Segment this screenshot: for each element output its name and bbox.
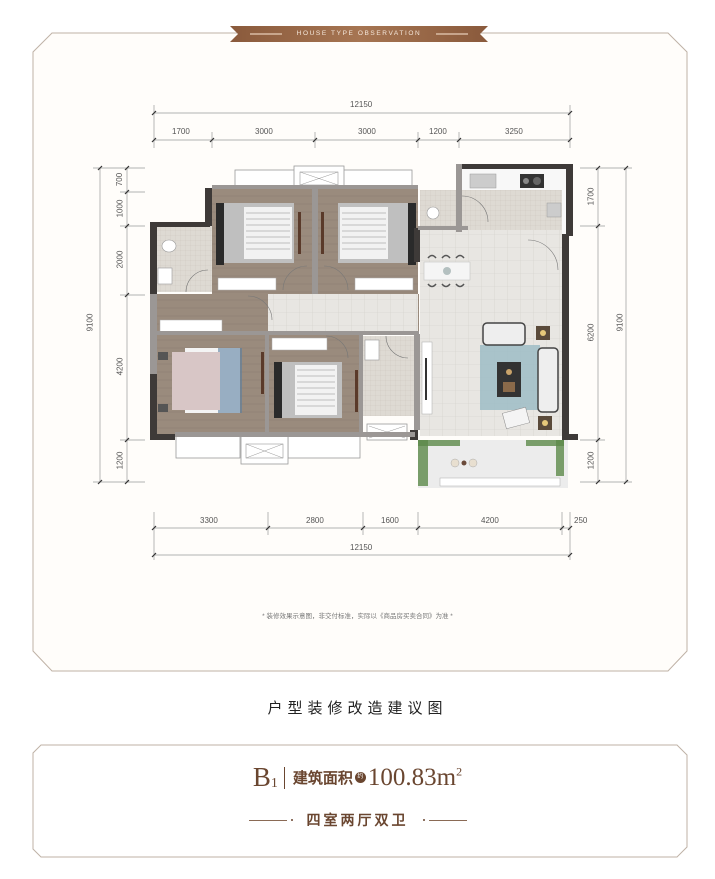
bathroom-south xyxy=(362,336,414,441)
dim-bottom-3: 1600 xyxy=(381,516,399,525)
dim-top-1: 1700 xyxy=(172,127,190,136)
left-rule xyxy=(248,819,287,821)
approx-badge: 约 xyxy=(354,772,366,783)
dining-table xyxy=(423,254,471,288)
unit-code: B1 xyxy=(253,762,278,792)
dim-bottom-2: 2800 xyxy=(306,516,324,525)
dim-bottom-4: 4200 xyxy=(481,516,499,525)
dimension-lines xyxy=(93,105,632,560)
bedroom-north-east xyxy=(318,188,418,294)
disclaimer-text: * 装修效果示意图，非交付标准，实际以《商品房买卖合同》为准 * xyxy=(262,613,453,620)
area-unit-superscript: 2 xyxy=(456,764,463,779)
right-dot xyxy=(422,819,425,821)
kitchen xyxy=(462,168,568,234)
area-label: 建筑面积 xyxy=(292,769,353,787)
unit-divider xyxy=(283,766,285,789)
right-rule xyxy=(428,819,467,821)
bedroom-south xyxy=(268,334,360,434)
dim-bottom-1: 3300 xyxy=(200,516,218,525)
area-value: 100.83m2 xyxy=(368,764,462,791)
dim-top-total: 12150 xyxy=(350,100,373,109)
bathroom-north xyxy=(157,226,212,292)
living-room-furniture xyxy=(480,322,559,430)
page-subtitle: 户型装修改造建议图 xyxy=(267,699,448,717)
floor-plan xyxy=(150,164,578,488)
dim-bottom-5: 250 xyxy=(574,516,588,525)
unit-code-number: 1 xyxy=(270,776,278,791)
ac-unit-bottom xyxy=(240,435,289,465)
bedroom-north-west xyxy=(212,188,312,294)
dim-top-3: 3000 xyxy=(358,127,376,136)
left-dot xyxy=(290,819,293,821)
header-banner: HOUSE TYPE OBSERVATION xyxy=(230,26,488,42)
area-number: 100.83m xyxy=(367,763,457,791)
layout-info: 四室两厅双卫 xyxy=(0,810,715,830)
dim-top-5: 3250 xyxy=(505,127,523,136)
dim-top-2: 3000 xyxy=(255,127,273,136)
unit-code-letter: B xyxy=(252,762,271,792)
dim-top-4: 1200 xyxy=(429,127,447,136)
balcony xyxy=(418,440,568,488)
master-bedroom xyxy=(157,319,265,434)
banner-title: HOUSE TYPE OBSERVATION xyxy=(296,30,422,37)
layout-description: 四室两厅双卫 xyxy=(306,813,409,829)
dim-bottom-total: 12150 xyxy=(350,543,373,552)
